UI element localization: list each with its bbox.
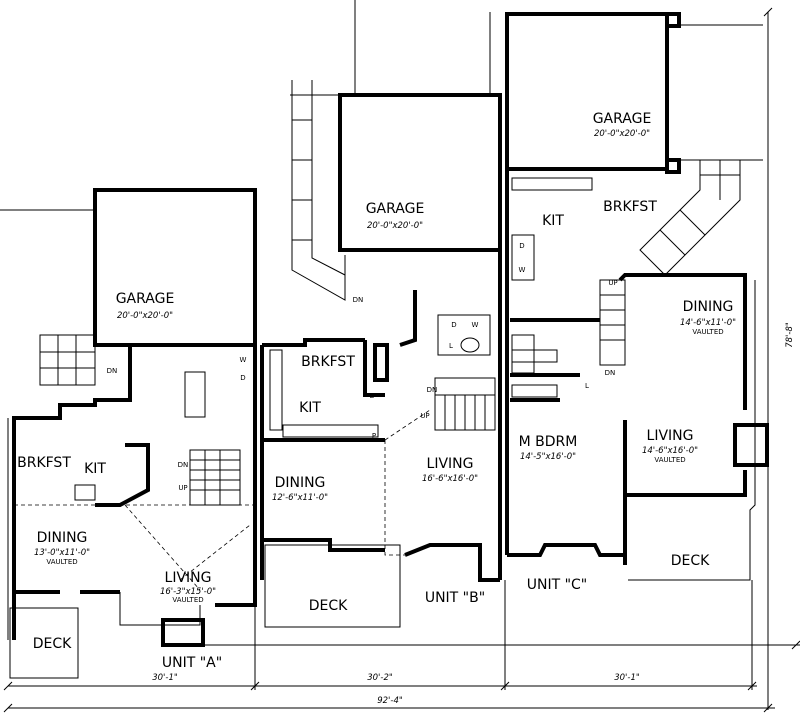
- unit-a-garage-label: GARAGE: [116, 291, 175, 307]
- unit-a-stairs: [189, 449, 241, 506]
- washer-note: W: [472, 321, 479, 329]
- unit-b-deck-label: DECK: [309, 598, 348, 614]
- overall-width: 92'-4": [377, 696, 403, 706]
- dryer-note: D: [451, 321, 456, 329]
- unit-c: GARAGE 20'-0"x20'-0" KIT BRKFST DINING 1…: [489, 12, 769, 593]
- linen-note: L: [449, 342, 453, 350]
- unit-a-closet: [184, 371, 206, 418]
- unit-a-living-note: VAULTED: [172, 596, 203, 604]
- bench-note: B: [370, 392, 375, 400]
- unit-c-width: 30'-1": [614, 673, 640, 683]
- dn-note: DN: [605, 369, 616, 377]
- unit-a-brkfst-label: BRKFST: [17, 455, 71, 471]
- unit-a-garage: [93, 188, 257, 347]
- unit-b-living-label: LIVING: [427, 456, 474, 472]
- unit-c-garage-size: 20'-0"x20'-0": [594, 129, 650, 139]
- unit-b-garage-label: GARAGE: [366, 201, 425, 217]
- linen-note: L: [585, 382, 589, 390]
- unit-a-dining-size: 13'-0"x11'-0": [34, 548, 90, 558]
- unit-a-kit-label: KIT: [84, 461, 106, 477]
- unit-c-mbdrm-size: 14'-5"x16'-0": [520, 452, 576, 462]
- unit-b-dining-size: 12'-6"x11'-0": [272, 493, 328, 503]
- unit-c-dining-size: 14'-6"x11'-0": [680, 318, 736, 328]
- up-note: UP: [178, 484, 187, 492]
- dn-note: DN: [353, 296, 364, 304]
- unit-b-garage-size: 20'-0"x20'-0": [367, 221, 423, 231]
- unit-c-dining-note: VAULTED: [692, 328, 723, 336]
- unit-c-label: UNIT "C": [527, 577, 588, 593]
- unit-b-steps: [291, 80, 346, 301]
- overall-depth: 78'-8": [785, 322, 795, 348]
- unit-a: GARAGE 20'-0"x20'-0" BRKFST KIT DINING 1…: [0, 188, 257, 679]
- unit-c-garage-label: GARAGE: [593, 111, 652, 127]
- unit-c-steps: [639, 160, 741, 276]
- washer-note: W: [240, 356, 247, 364]
- pantry-note: P: [372, 432, 376, 440]
- unit-c-stairs: [599, 279, 626, 366]
- dryer-note: D: [519, 242, 524, 250]
- unit-c-living-label: LIVING: [647, 428, 694, 444]
- dn-note: DN: [178, 461, 189, 469]
- unit-b-width: 30'-2": [367, 673, 393, 683]
- dimensions: 30'-1" 30'-2" 30'-1" 92'-4" 78'-8": [3, 7, 800, 713]
- unit-c-mbdrm-label: M BDRM: [519, 434, 578, 450]
- dn-note: DN: [107, 367, 118, 375]
- unit-c-dining-label: DINING: [683, 299, 734, 315]
- unit-b-label: UNIT "B": [425, 590, 485, 606]
- unit-a-living-size: 16'-3"x15'-0": [160, 587, 216, 597]
- unit-b: GARAGE 20'-0"x20'-0" BRKFST KIT DINING 1…: [260, 0, 502, 628]
- unit-a-label: UNIT "A": [162, 655, 222, 671]
- dryer-note: D: [240, 374, 245, 382]
- unit-c-garage: [505, 12, 669, 171]
- unit-a-width: 30'-1": [152, 673, 178, 683]
- unit-c-kit-label: KIT: [542, 213, 564, 229]
- unit-a-steps: [39, 334, 96, 386]
- washer-note: W: [519, 266, 526, 274]
- unit-a-dining-label: DINING: [37, 530, 88, 546]
- up-note: UP: [420, 412, 429, 420]
- unit-b-living-size: 16'-6"x16'-0": [422, 474, 478, 484]
- unit-c-brkfst-label: BRKFST: [603, 199, 657, 215]
- unit-a-deck: [9, 607, 79, 679]
- up-note: UP: [608, 279, 617, 287]
- unit-a-garage-size: 20'-0"x20'-0": [117, 311, 173, 321]
- unit-c-deck-label: DECK: [671, 553, 710, 569]
- unit-a-fireplace: [161, 618, 205, 647]
- unit-a-living-label: LIVING: [165, 570, 212, 586]
- unit-c-living-size: 14'-6"x16'-0": [642, 446, 698, 456]
- dn-note: DN: [427, 386, 438, 394]
- unit-c-fireplace: [733, 423, 769, 467]
- unit-a-dining-note: VAULTED: [46, 558, 77, 566]
- unit-a-deck-label: DECK: [33, 636, 72, 652]
- unit-b-kit-label: KIT: [299, 400, 321, 416]
- unit-b-garage: [338, 93, 502, 252]
- unit-c-living-note: VAULTED: [654, 456, 685, 464]
- unit-b-dining-label: DINING: [275, 475, 326, 491]
- unit-b-brkfst-label: BRKFST: [301, 354, 355, 370]
